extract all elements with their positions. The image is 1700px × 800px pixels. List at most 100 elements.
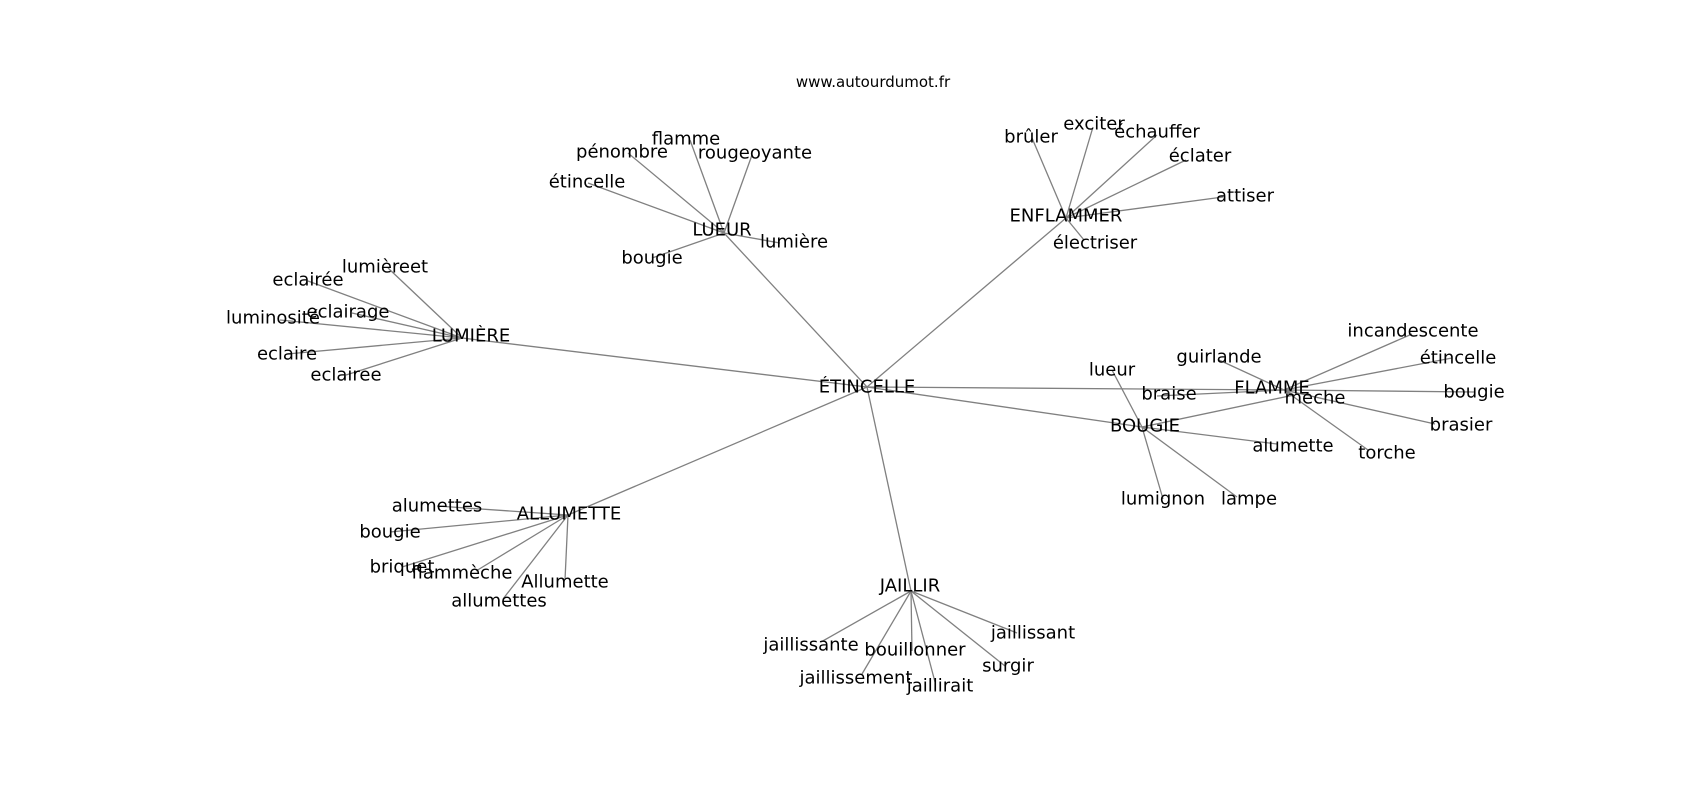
word-node-lumiere-luminosite: luminosité [226, 308, 320, 329]
edge-enflammer-exciter [1065, 126, 1094, 219]
word-node-allumette-alumettes: alumettes [392, 496, 483, 517]
word-node-jaillir-surgir: surgir [982, 656, 1034, 677]
word-node-bougie-alumette: alumette [1252, 436, 1333, 457]
word-node-allumette-allumettes: allumettes [451, 591, 547, 612]
edge-jaillir-jaillissant [910, 590, 1018, 634]
edge-center-flamme [866, 386, 1285, 391]
word-node-allumette-bougie: bougie [359, 522, 420, 543]
word-node-lueur-rougeoyante: rougeoyante [698, 143, 812, 164]
edge-flamme-meche [1283, 389, 1295, 396]
edge-bougie-lueur [1111, 369, 1143, 428]
edge-center-allumette [567, 386, 868, 516]
edge-enflammer-bruler [1031, 137, 1067, 219]
word-node-enflammer-bruler: brûler [1004, 127, 1058, 148]
word-node-jaillir-jaillissement: jaillissement [799, 668, 913, 689]
edge-jaillir-jaillissement [861, 590, 912, 675]
edge-enflammer-eclater [1065, 159, 1187, 219]
word-node-enflammer-attiser: attiser [1216, 186, 1275, 207]
word-node-jaillir-bouillonner: bouillonner [864, 640, 966, 661]
edge-lueur-lumiere [723, 232, 781, 244]
edge-bougie-lumignon [1141, 426, 1164, 500]
word-node-bougie-lumignon: lumignon [1121, 489, 1205, 510]
edge-allumette-briquet [401, 514, 569, 568]
hub-node-lueur: LUEUR [692, 220, 751, 241]
edge-allumette-allumettes [502, 514, 569, 600]
word-node-lumiere-eclairage: eclairage [307, 302, 390, 323]
word-node-lumiere-lumiereet: lumièreet [342, 257, 428, 278]
edge-flamme-brasier [1283, 389, 1436, 425]
edge-lumiere-lumiereet [387, 267, 463, 339]
center-node-etincelle: ÉTINCELLE [819, 376, 916, 398]
edge-jaillir-jaillirait [910, 590, 936, 683]
word-node-bougie-meche: meche [1285, 388, 1346, 409]
word-node-flamme-etincelle: étincelle [1420, 348, 1497, 369]
edge-jaillir-surgir [910, 590, 1006, 667]
word-node-enflammer-electriser: électriser [1053, 233, 1138, 254]
hub-node-flamme: FLAMME [1234, 378, 1310, 399]
edge-center-bougie [866, 386, 1143, 428]
word-node-lumiere-eclairee: eclairée [272, 270, 343, 291]
labels-layer: www.autourdumot.fr ÉTINCELLE LUEUR flammep… [226, 73, 1505, 697]
hub-node-enflammer: ENFLAMMER [1010, 206, 1123, 227]
word-node-lueur-flamme: flamme [652, 129, 721, 150]
word-node-flamme-incandescente: incandescente [1347, 321, 1478, 342]
word-node-bougie-lueur: lueur [1089, 360, 1136, 381]
word-node-allumette-briquet: briquet [370, 557, 435, 578]
edge-lumiere-eclaire [286, 337, 463, 355]
hub-node-bougie: BOUGIE [1110, 416, 1180, 437]
edge-bougie-lampe [1141, 426, 1238, 498]
edge-flamme-incandescente [1283, 333, 1413, 391]
edge-flamme-guirlande [1218, 359, 1285, 391]
edge-lueur-etincelle [587, 182, 725, 234]
edges-layer [279, 126, 1475, 683]
edge-flamme-braise [1156, 389, 1285, 397]
edge-center-jaillir [866, 386, 912, 592]
edge-flamme-bougie [1283, 389, 1475, 393]
edge-lumiere-eclairee [345, 337, 463, 376]
word-node-enflammer-exciter: exciter [1063, 114, 1125, 135]
word-node-flamme-brasier: brasier [1430, 415, 1493, 436]
word-node-enflammer-echauffer: échauffer [1114, 122, 1200, 143]
word-node-flamme-braise: braise [1141, 384, 1196, 405]
edge-flamme-etincelle [1283, 357, 1453, 391]
edge-lumiere-eclairage [351, 312, 463, 339]
edge-lueur-penombre [627, 152, 725, 234]
word-node-bougie-lampe: lampe [1221, 489, 1277, 510]
edge-enflammer-electriser [1065, 217, 1085, 241]
word-node-lumiere-eclaire: eclaire [257, 344, 317, 365]
word-node-flamme-torche: torche [1358, 443, 1415, 464]
edge-lueur-bougie [651, 232, 725, 259]
word-node-allumette-allumette: Allumette [521, 572, 609, 593]
edge-enflammer-echauffer [1065, 134, 1158, 219]
edge-lueur-flamme [689, 139, 725, 234]
edge-center-lumiere [461, 337, 868, 388]
word-node-jaillir-jaillissante: jaillissante [762, 635, 858, 656]
edge-lumiere-luminosite [279, 319, 463, 339]
edge-allumette-alumettes [436, 505, 569, 516]
word-node-lueur-penombre: pénombre [576, 142, 668, 163]
hub-node-allumette: ALLUMETTE [517, 504, 622, 525]
edge-flamme-torche [1283, 389, 1369, 451]
word-node-enflammer-eclater: éclater [1169, 146, 1232, 167]
word-node-lumiere-eclairee: eclairee [310, 365, 381, 386]
word-node-flamme-meche: meche [1285, 388, 1346, 409]
edge-bougie-meche [1141, 394, 1295, 428]
word-node-jaillir-jaillirait: jaillirait [906, 676, 974, 697]
word-node-jaillir-jaillissant: jaillissant [990, 623, 1075, 644]
edge-jaillir-jaillissante [820, 590, 912, 643]
edge-center-enflammer [866, 217, 1067, 388]
edge-center-lueur [723, 232, 868, 388]
word-node-flamme-guirlande: guirlande [1176, 347, 1261, 368]
edge-allumette-allumette [564, 514, 569, 581]
hub-node-lumiere: LUMIÈRE [432, 325, 510, 347]
edge-allumette-bougie [389, 514, 569, 533]
word-node-allumette-flammeche: flammèche [412, 563, 513, 584]
edge-jaillir-bouillonner [910, 590, 913, 652]
edge-enflammer-attiser [1065, 196, 1224, 219]
source-url: www.autourdumot.fr [796, 73, 951, 91]
edge-allumette-flammeche [475, 514, 569, 572]
edge-lumiere-eclairee [307, 280, 463, 339]
edge-lueur-rougeoyante [723, 154, 753, 234]
word-node-lueur-bougie: bougie [621, 248, 682, 269]
